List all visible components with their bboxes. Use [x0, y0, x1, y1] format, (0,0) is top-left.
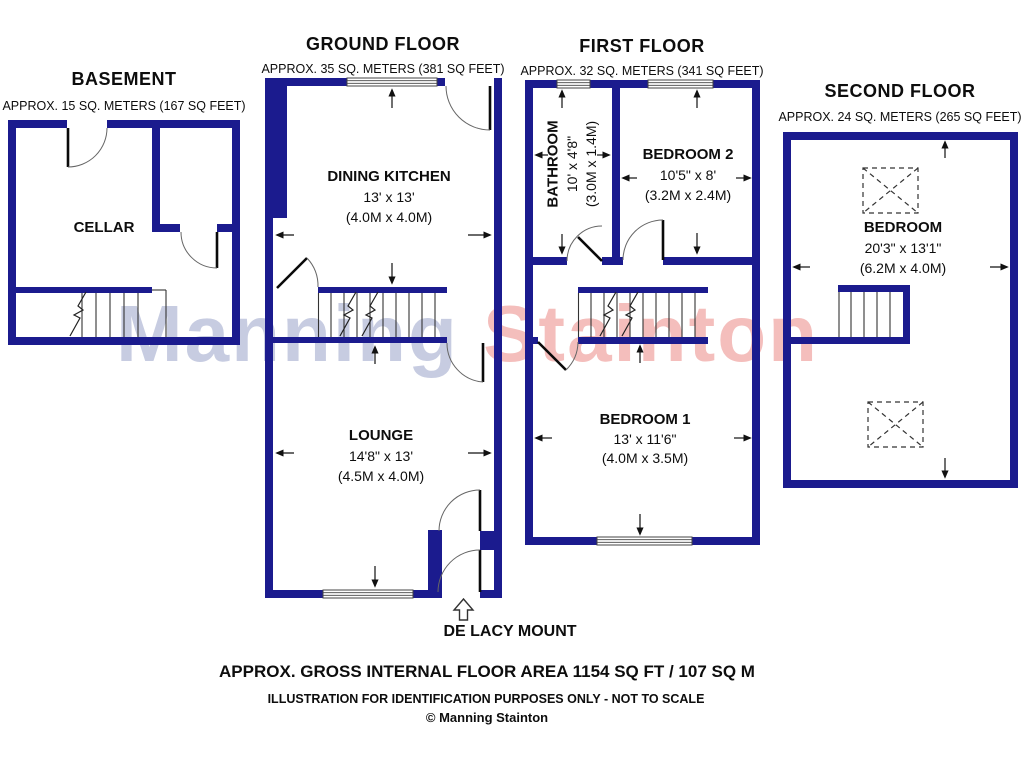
first-floor-area: APPROX. 32 SQ. METERS (341 SQ FEET): [520, 64, 764, 78]
ground-floor-dimension-arrows: [275, 88, 492, 588]
bedroom2-label: BEDROOM 2: [642, 146, 734, 163]
basement-walls: [8, 120, 240, 345]
basement-plan: [8, 120, 240, 345]
disclaimer-text: ILLUSTRATION FOR IDENTIFICATION PURPOSES…: [267, 692, 705, 706]
first-floor-doors: [537, 219, 665, 371]
basement-title: BASEMENT: [71, 69, 177, 89]
first-floor-windows: [556, 79, 714, 546]
dining-kitchen-metric: (4.0M x 4.0M): [345, 209, 433, 225]
watermark-word-2: Stainton: [483, 289, 820, 378]
bedroom2-imperial: 10'5" x 8': [659, 167, 717, 183]
second-floor-title: SECOND FLOOR: [824, 81, 976, 101]
second-floor-plan: [783, 132, 1018, 488]
second-floor-area: APPROX. 24 SQ. METERS (265 SQ FEET): [778, 110, 1022, 124]
bedroom1-label: BEDROOM 1: [599, 411, 691, 428]
ground-floor-doors: [276, 85, 492, 593]
bedroom-imperial: 20'3" x 13'1": [864, 240, 942, 256]
second-floor-walls: [783, 132, 1018, 488]
gross-area-text: APPROX. GROSS INTERNAL FLOOR AREA 1154 S…: [219, 662, 755, 681]
lounge-metric: (4.5M x 4.0M): [337, 468, 425, 484]
dining-kitchen-label: DINING KITCHEN: [327, 168, 451, 185]
street-name-label: DE LACY MOUNT: [443, 623, 577, 640]
entrance-arrow-icon: [452, 597, 475, 621]
bedroom-label: BEDROOM: [863, 219, 943, 236]
first-floor-plan: [525, 79, 760, 546]
bedroom1-imperial: 13' x 11'6": [613, 431, 677, 447]
ground-floor-windows: [322, 77, 438, 599]
ground-floor-stairs: [317, 291, 436, 337]
watermark: Manning Stainton: [116, 288, 819, 380]
first-floor-walls: [525, 80, 760, 545]
bathroom-imperial: 10' x 4'8": [564, 135, 580, 193]
ground-floor-plan: [265, 77, 502, 621]
second-floor-stairs: [838, 292, 891, 337]
second-floor-dimension-arrows: [792, 140, 1009, 479]
skylight-window-bottom: [867, 401, 924, 448]
basement-area: APPROX. 15 SQ. METERS (167 SQ FEET): [2, 99, 246, 113]
bathroom-metric: (3.0M x 1.4M): [583, 120, 599, 208]
bedroom-metric: (6.2M x 4.0M): [859, 260, 947, 276]
cellar-label: CELLAR: [73, 219, 135, 236]
bedroom2-metric: (3.2M x 2.4M): [644, 187, 732, 203]
bedroom1-metric: (4.0M x 3.5M): [601, 450, 689, 466]
basement-stairs: [69, 289, 167, 337]
bathroom-label: BATHROOM: [544, 120, 562, 208]
first-floor-stairs: [577, 291, 696, 337]
ground-floor-area: APPROX. 35 SQ. METERS (381 SQ FEET): [261, 62, 505, 76]
watermark-word-1: Manning: [116, 289, 459, 378]
basement-doors: [66, 127, 219, 269]
lounge-imperial: 14'8" x 13': [348, 448, 414, 464]
dining-kitchen-imperial: 13' x 13': [363, 189, 415, 205]
ground-floor-title: GROUND FLOOR: [306, 34, 460, 54]
ground-floor-walls: [265, 78, 502, 598]
skylight-window-top: [862, 167, 919, 214]
first-floor-title: FIRST FLOOR: [579, 36, 705, 56]
lounge-label: LOUNGE: [348, 427, 414, 444]
first-floor-dimension-arrows: [534, 89, 752, 536]
copyright-text: © Manning Stainton: [425, 710, 549, 725]
